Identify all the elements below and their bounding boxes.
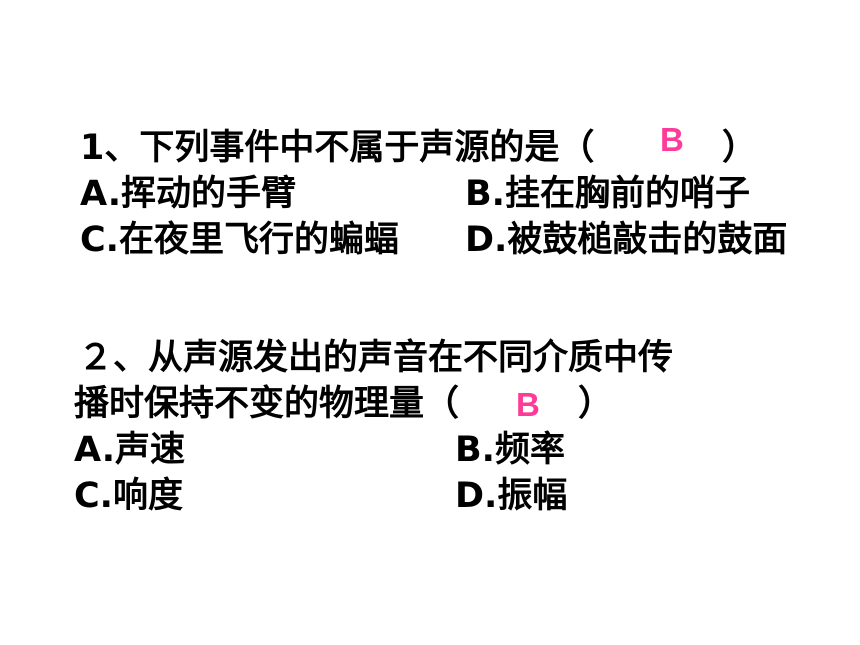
q2-option-d: D.振幅: [455, 476, 568, 516]
q1-answer: B: [660, 121, 684, 158]
q1-stem-prefix: 1、下列事件中不属于声源的是（: [80, 128, 595, 168]
q2-option-b: B.频率: [455, 430, 565, 470]
q1-option-a: A.挥动的手臂: [80, 174, 297, 214]
q1-option-b: B.挂在胸前的哨子: [465, 174, 750, 214]
q1-stem-close: ）: [722, 128, 758, 168]
q1-option-c: C.在夜里飞行的蝙蝠: [80, 220, 399, 260]
q2-stem-line2: 播时保持不变的物理量（: [74, 382, 459, 426]
q2-stem-prefix: 播时保持不变的物理量（: [74, 384, 460, 424]
q2-stem-line1: ２、从声源发出的声音在不同介质中传: [78, 338, 674, 378]
q1-option-d: D.被鼓槌敲击的鼓面: [465, 220, 788, 260]
q2-option-c: C.响度: [74, 476, 183, 516]
q2-stem-close: ）: [578, 384, 614, 424]
q2-option-a: A.声速: [74, 430, 186, 470]
q2-answer: B: [516, 386, 540, 423]
q1-stem: 1、下列事件中不属于声源的是（: [80, 126, 594, 170]
